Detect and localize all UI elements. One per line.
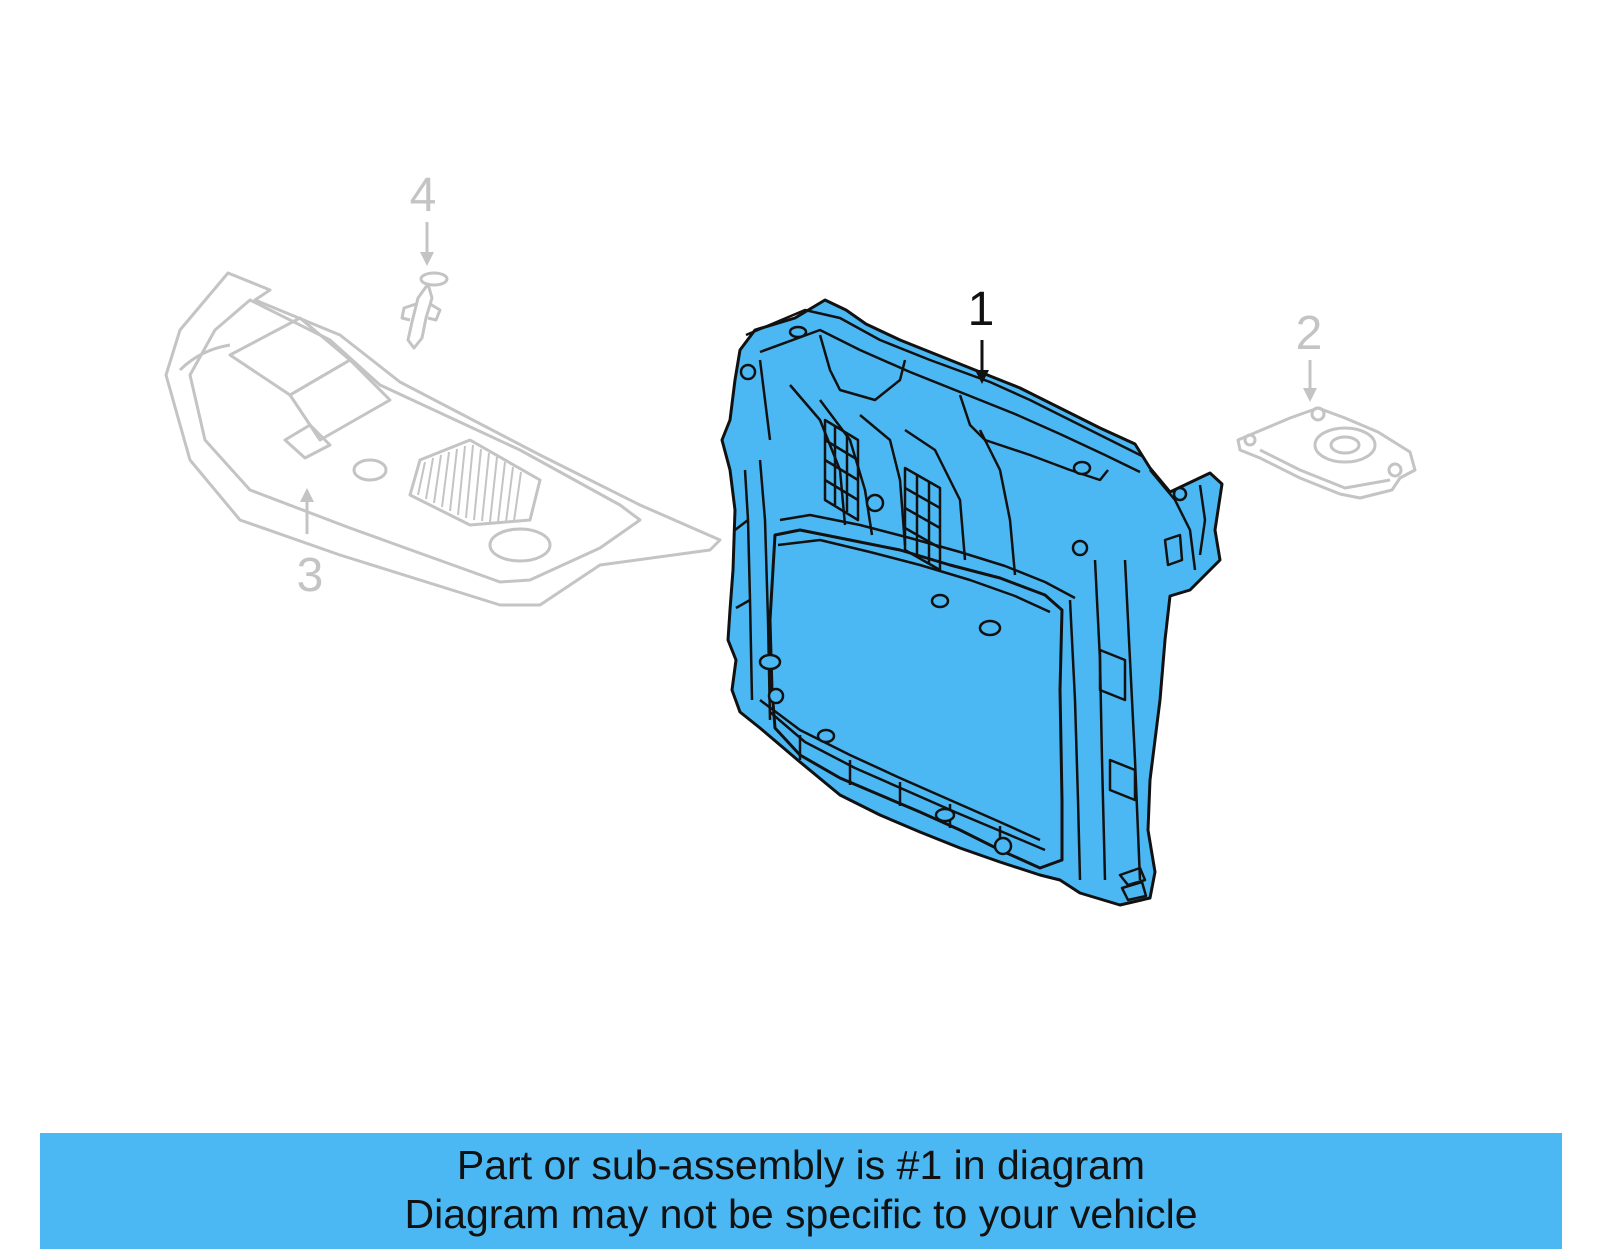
callout-2-number: 2	[1296, 307, 1323, 360]
caption-line-1: Part or sub-assembly is #1 in diagram	[456, 1142, 1146, 1188]
callout-3-leader	[300, 488, 314, 534]
callout-1-number: 1	[968, 283, 995, 336]
callout-4-leader	[420, 222, 434, 266]
caption-banner: Part or sub-assembly is #1 in diagram Di…	[40, 1133, 1562, 1249]
part-2-bracket	[1236, 406, 1417, 500]
caption-line-2: Diagram may not be specific to your vehi…	[404, 1191, 1198, 1237]
part-4-push-clip	[400, 271, 449, 350]
callout-3-number: 3	[297, 549, 324, 602]
part-3-cover-shield	[164, 271, 722, 607]
callout-1-leader	[975, 340, 989, 384]
callout-4-number: 4	[410, 169, 437, 222]
part-1-radiator-support	[720, 298, 1224, 907]
callout-2-leader	[1303, 360, 1317, 402]
